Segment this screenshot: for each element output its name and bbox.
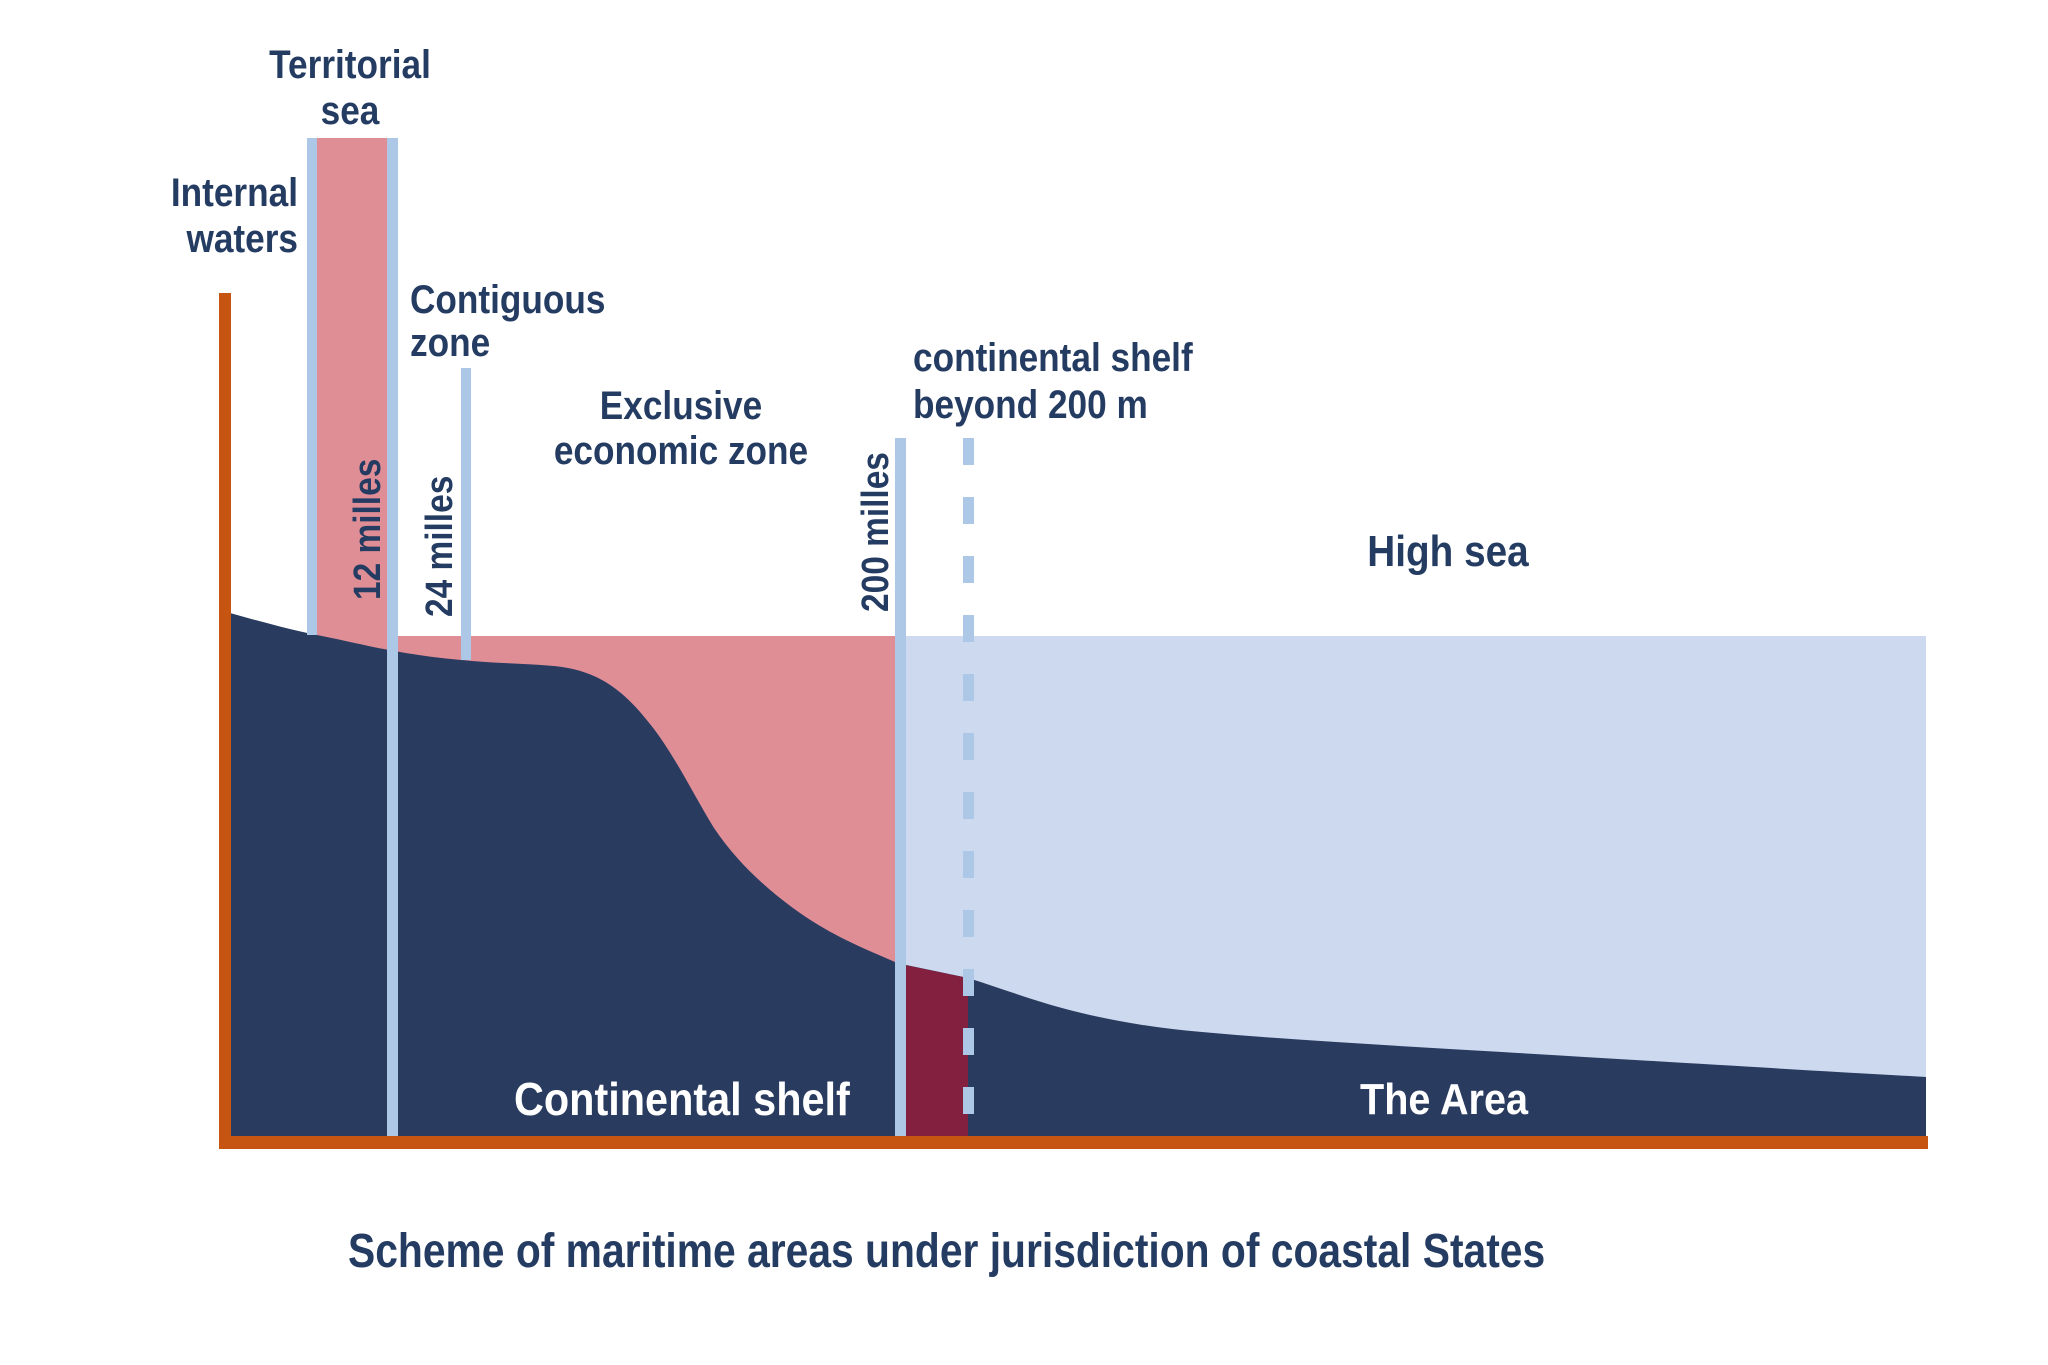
contiguous-zone-boundary-line (461, 368, 471, 660)
label-24-milles: 24 milles (419, 475, 461, 617)
seafloor-baseline-horizontal (219, 1136, 1928, 1149)
label-high-sea: High sea (1367, 527, 1529, 576)
shelf-beyond-200-shape (900, 964, 968, 1136)
label-200-milles: 200 milles (855, 452, 897, 612)
territorial-sea-outer-boundary-line (387, 138, 398, 1136)
land-seabed-shape (230, 613, 1926, 1136)
label-continental-shelf-beyond-200m: continental shelf beyond 200 m (913, 336, 1193, 427)
label-12-milles: 12 milles (347, 458, 389, 600)
territorial-sea-inner-boundary-line (307, 138, 317, 635)
label-contiguous-zone: Contiguous zone (410, 278, 606, 365)
eez-200-milles-boundary-line (895, 438, 906, 1136)
diagram-caption: Scheme of maritime areas under jurisdict… (348, 1225, 1546, 1278)
label-continental-shelf: Continental shelf (514, 1073, 850, 1125)
coast-baseline-vertical (219, 293, 231, 1148)
label-the-area: The Area (1360, 1075, 1528, 1124)
label-territorial-sea: Territorial sea (269, 43, 431, 133)
label-internal-waters: Internal waters (170, 171, 298, 261)
label-exclusive-economic-zone: Exclusive economic zone (553, 384, 809, 473)
